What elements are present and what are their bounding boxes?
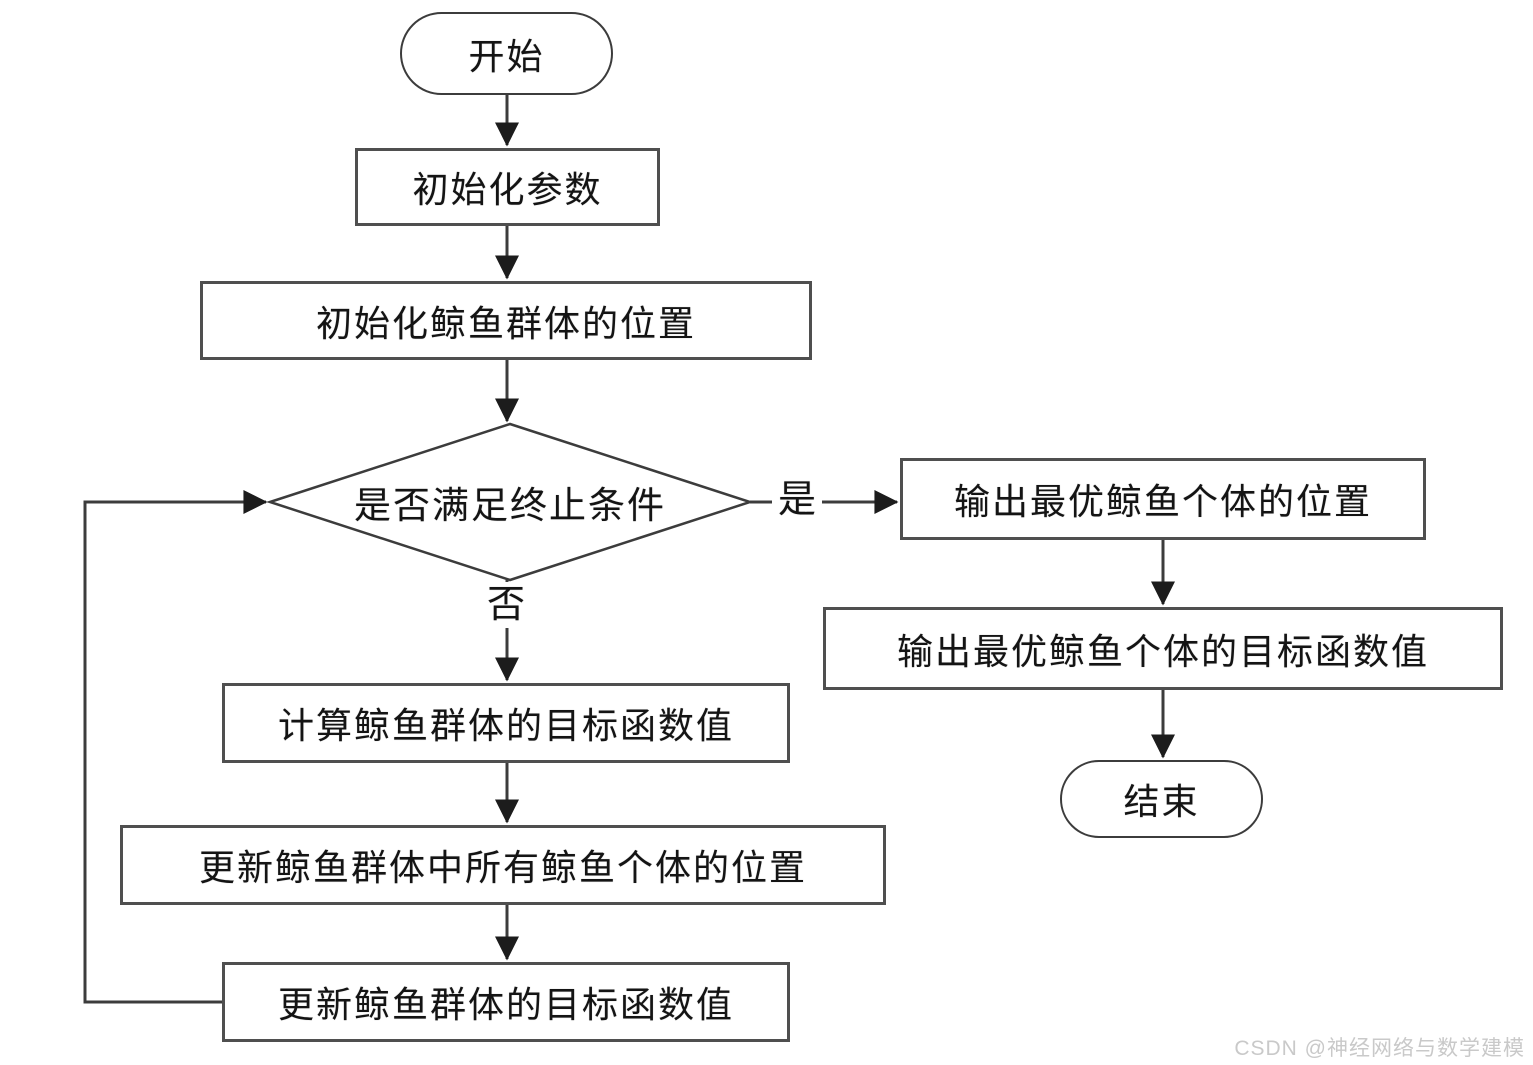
node-output-best-fitness: 输出最优鲸鱼个体的目标函数值 (823, 607, 1503, 690)
node-output-best-position: 输出最优鲸鱼个体的位置 (900, 458, 1426, 540)
node-init-params: 初始化参数 (355, 148, 660, 226)
node-output-best-position-label: 输出最优鲸鱼个体的位置 (953, 481, 1372, 522)
node-start-label: 开始 (468, 35, 545, 77)
node-init-positions: 初始化鲸鱼群体的位置 (200, 281, 812, 360)
node-end-label: 结束 (1123, 781, 1200, 822)
node-update-fitness-label: 更新鲸鱼群体的目标函数值 (277, 984, 734, 1025)
edge-label-yes: 是 (772, 477, 823, 523)
node-update-positions-label: 更新鲸鱼群体中所有鲸鱼个体的位置 (198, 847, 807, 888)
node-calc-fitness: 计算鲸鱼群体的目标函数值 (222, 683, 790, 763)
csdn-watermark: CSDN @神经网络与数学建模 (1234, 1037, 1525, 1060)
node-init-params-label: 初始化参数 (412, 169, 603, 210)
node-termination-check: 是否满足终止条件 (280, 474, 740, 530)
node-calc-fitness-label: 计算鲸鱼群体的目标函数值 (277, 705, 734, 746)
edge-label-no: 否 (481, 582, 532, 628)
node-termination-check-label: 是否满足终止条件 (354, 485, 666, 526)
node-update-positions: 更新鲸鱼群体中所有鲸鱼个体的位置 (120, 825, 886, 905)
node-end: 结束 (1060, 760, 1263, 838)
node-update-fitness: 更新鲸鱼群体的目标函数值 (222, 962, 790, 1042)
node-init-positions-label: 初始化鲸鱼群体的位置 (315, 302, 696, 344)
node-start: 开始 (400, 12, 613, 95)
node-output-best-fitness-label: 输出最优鲸鱼个体的目标函数值 (896, 630, 1429, 672)
